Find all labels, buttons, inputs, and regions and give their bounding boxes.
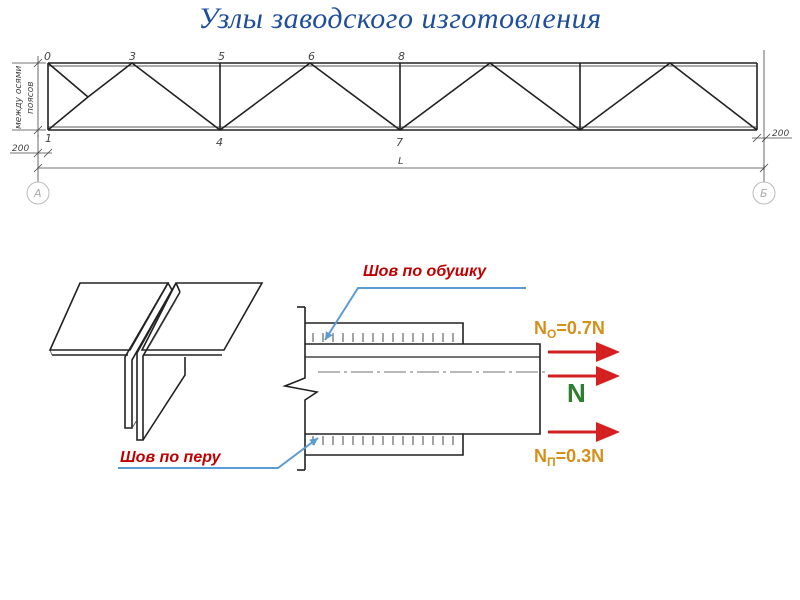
truss-verticals: [219, 63, 581, 130]
height-dimension: между осями поясов: [12, 56, 46, 137]
axis-marker-left: А: [26, 165, 50, 205]
axis-label-right: Б: [760, 187, 768, 200]
weld-hatch-toe: [312, 436, 454, 445]
label-heel-weld: Шов по обушку: [363, 263, 487, 280]
axis-marker-right: Б: [752, 165, 776, 205]
double-angle-isometric: [48, 282, 264, 441]
node-label-0: 0: [44, 50, 51, 63]
joint-section: [118, 287, 620, 471]
span-label: L: [398, 156, 404, 167]
node-label-5: 5: [218, 50, 225, 63]
axis-label-left: А: [33, 187, 42, 200]
dim-left-label: 200: [12, 144, 29, 154]
force-arrow-heel: [548, 342, 620, 362]
truss-diagonals: [47, 61, 758, 132]
node-label-3: 3: [129, 50, 136, 63]
node-label-1: 1: [45, 132, 52, 145]
span-dimension: L: [33, 156, 769, 173]
weld-hatch-heel: [312, 333, 454, 342]
node-label-6: 6: [308, 50, 315, 63]
node-label-8: 8: [398, 50, 405, 63]
offset-dimension-left: 200: [10, 135, 53, 165]
side-label-chords: поясов: [26, 81, 36, 114]
leader-toe-weld: [118, 437, 319, 469]
force-arrow-toe: [548, 422, 620, 442]
page-title: Узлы заводского изготовления: [198, 2, 602, 35]
side-label-axes: между осями: [14, 65, 24, 129]
leader-heel-weld: [324, 287, 526, 341]
offset-dimension-right: 200: [752, 50, 792, 170]
truss-diagram: 0 3 5 6 8 1 4 7 между осями поясов 200: [10, 50, 792, 205]
force-arrow-total: [548, 366, 620, 386]
force-label-heel: NО=0.7N: [534, 318, 605, 341]
label-toe-weld: Шов по перу: [120, 449, 222, 466]
force-label-toe: NП=0.3N: [534, 446, 604, 469]
force-label-total: N: [567, 378, 586, 408]
node-label-7: 7: [396, 136, 403, 149]
node-label-4: 4: [216, 136, 223, 149]
dim-right-label: 200: [772, 129, 789, 139]
